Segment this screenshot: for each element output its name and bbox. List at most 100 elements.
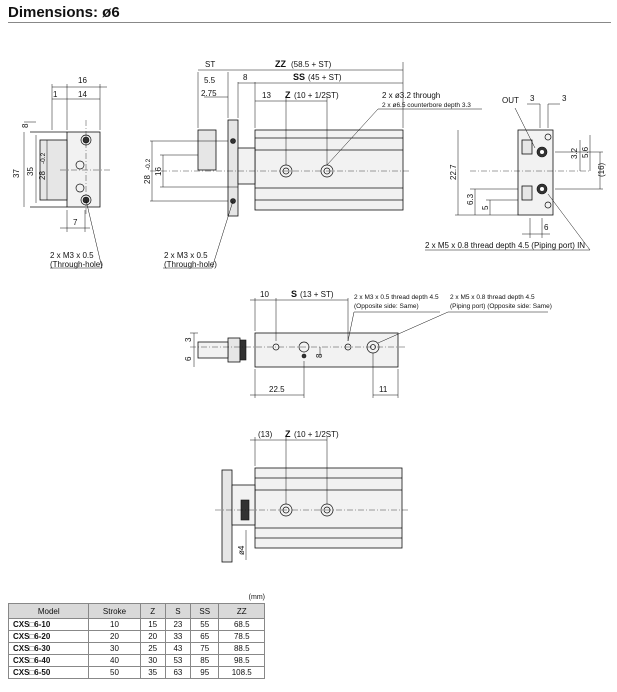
cell-z: 25 [139,642,166,655]
header-z: Z [139,603,166,619]
table-row: CXS□6-40 40 30 53 85 98.5 [7,654,265,667]
side-rod [237,147,256,185]
front-view: 16 1 14 37 35 28 -0.2 8 7 2 x M3 x 0.5 (… [12,76,110,269]
dim-13: 13 [262,91,271,100]
dim-8: 8 [243,73,248,82]
cell-stroke: 30 [88,642,141,655]
cell-s: 23 [164,618,192,631]
cell-s: 63 [164,666,192,679]
side-body [254,129,404,211]
side-note-left-2: (Through-hole) [164,260,217,269]
cell-s: 43 [164,642,192,655]
bottom-note-b-2: (Piping port) (Opposite side: Same) [450,303,552,310]
cell-model: CXS□6-50 [7,666,90,679]
cell-ss: 65 [190,630,220,643]
dim-22-7: 22.7 [449,164,458,180]
cell-zz: 98.5 [218,654,265,667]
cell-ss: 95 [190,666,220,679]
cell-zz: 78.5 [218,630,265,643]
end-note: 2 x M5 x 0.8 thread depth 4.5 (Piping po… [425,241,585,250]
cell-zz: 88.5 [218,642,265,655]
retracted-plate [221,469,233,563]
dim-s: S [291,289,297,299]
dim-6-3: 6.3 [466,193,475,205]
dim-16: (16) [597,162,606,177]
cell-model: CXS□6-30 [7,642,90,655]
cell-ss: 75 [190,642,220,655]
cell-model: CXS□6-40 [7,654,90,667]
front-note-line2: (Through-hole) [50,260,103,269]
cell-stroke: 40 [88,654,141,667]
dim-1: 1 [53,90,58,99]
dim-28: 28 [38,171,47,180]
table-unit: (mm) [248,594,265,601]
header-stroke: Stroke [88,603,141,619]
header-ss: SS [190,603,220,619]
side-note-right-2: 2 x ø6.5 counterbore depth 3.3 [382,102,471,109]
cell-s: 33 [164,630,192,643]
cell-model: CXS□6-10 [7,618,90,631]
side-stopper [197,129,217,171]
dim-z: Z [285,90,291,100]
dim-s-val: (13 + ST) [300,290,334,299]
dim-28-tol: -0.2 [40,152,47,164]
dim-ss: SS [293,72,305,82]
dim-14: 14 [78,90,87,99]
dim-8: 8 [315,353,324,358]
side-view: ST ZZ (58.5 + ST) 8 SS (45 + ST) 5.5 2.7… [143,59,482,269]
cell-ss: 55 [190,618,220,631]
dim-zz-val: (58.5 + ST) [291,60,332,69]
dim-3b: 3 [562,94,567,103]
page-title: Dimensions: ø6 [8,4,120,21]
table-row: CXS□6-20 20 20 33 65 78.5 [7,630,265,643]
dim-3: 3 [184,337,193,342]
cell-z: 35 [139,666,166,679]
header-zz: ZZ [218,603,265,619]
dim-10: 10 [260,290,269,299]
cell-zz: 68.5 [218,618,265,631]
dim-13: (13) [258,430,273,439]
retracted-body [254,467,403,549]
dim-35: 35 [26,167,35,176]
dim-16: 16 [78,76,87,85]
side-note-left-1: 2 x M3 x 0.5 [164,251,208,260]
header-s: S [164,603,192,619]
bottom-note-b-1: 2 x M5 x 0.8 thread depth 4.5 [450,294,535,301]
cell-stroke: 50 [88,666,141,679]
header-model: Model [7,603,90,619]
side-note-right-1: 2 x ø3.2 through [382,91,440,100]
table-row: CXS□6-30 30 25 43 75 88.5 [7,642,265,655]
dim-22-5: 22.5 [269,385,285,394]
cell-stroke: 10 [88,618,141,631]
dim-zz: ZZ [275,59,286,69]
cell-ss: 85 [190,654,220,667]
dim-28: 28 [143,175,152,184]
table-header-row: Model Stroke Z S SS ZZ [7,603,265,619]
bottom-note-a-2: (Opposite side: Same) [354,303,419,310]
dim-ss-val: (45 + ST) [308,73,342,82]
title-divider [8,22,611,23]
dim-6: 6 [544,223,549,232]
retracted-view: (13) Z (10 + 1/2ST) ø4 [215,429,410,563]
dim-z-val: (10 + 1/2ST) [294,91,339,100]
end-view: OUT 3 3 3.2 5.6 (16) 22.7 6.3 5 6 2 x M5… [425,94,606,251]
dim-11: 11 [379,385,388,394]
cell-z: 20 [139,630,166,643]
dim-28-tol: -0.2 [145,158,152,170]
dim-7: 7 [73,218,78,227]
dim-37: 37 [12,169,21,178]
cell-z: 30 [139,654,166,667]
cell-z: 15 [139,618,166,631]
dim-16: 16 [154,167,163,176]
dim-5-6: 5.6 [581,146,590,158]
table-row: CXS□6-50 50 35 63 95 108.5 [7,666,265,679]
bottom-body [254,332,399,368]
table-row: CXS□6-10 10 15 23 55 68.5 [7,618,265,631]
dim-6: 6 [184,356,193,361]
dim-2-75: 2.75 [201,89,217,98]
cell-s: 53 [164,654,192,667]
front-note-line1: 2 x M3 x 0.5 [50,251,94,260]
bottom-view: 10 S (13 + ST) 3 6 8 22.5 11 2 x M3 x 0.… [184,289,552,398]
dim-3-2: 3.2 [570,147,579,159]
